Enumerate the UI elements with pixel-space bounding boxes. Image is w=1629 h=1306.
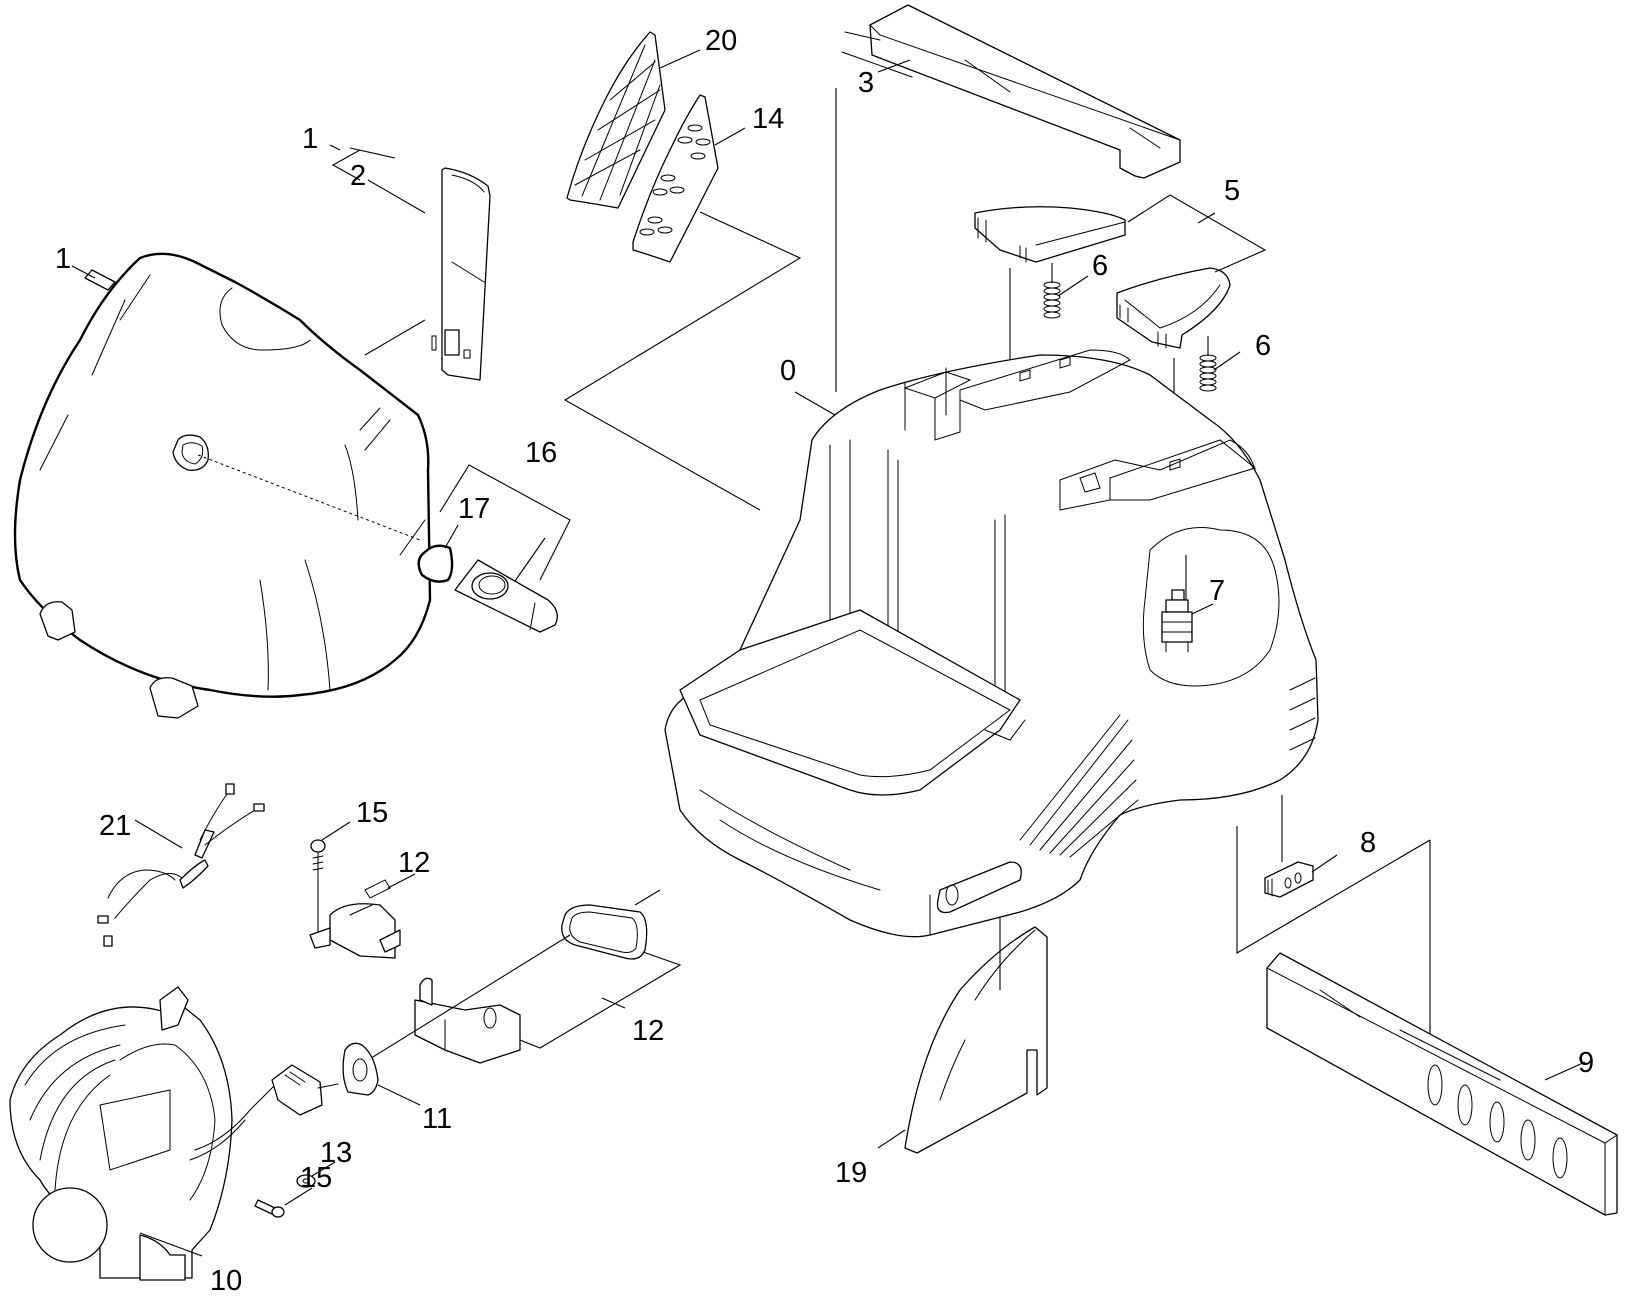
filter-grille[interactable] bbox=[566, 31, 666, 209]
carry-handle[interactable] bbox=[841, 4, 1181, 179]
callout-8: 8 bbox=[1360, 827, 1376, 859]
callout-21: 21 bbox=[99, 810, 131, 842]
callout-20: 20 bbox=[705, 25, 737, 57]
side-panel[interactable] bbox=[904, 918, 1048, 1154]
strain-relief-clamp[interactable] bbox=[309, 879, 401, 959]
seal-ring[interactable] bbox=[417, 544, 454, 583]
spring-left[interactable] bbox=[1043, 263, 1061, 319]
callout-1: 1 bbox=[55, 243, 71, 275]
callout-10: 10 bbox=[210, 1265, 242, 1297]
callout-2: 2 bbox=[350, 160, 366, 192]
switch[interactable] bbox=[1161, 589, 1193, 653]
washer[interactable] bbox=[296, 1174, 316, 1188]
button-cap-right[interactable] bbox=[1116, 267, 1231, 349]
cable-holder-bracket[interactable] bbox=[414, 977, 521, 1064]
callout-12: 12 bbox=[398, 847, 430, 879]
top-cover[interactable] bbox=[13, 252, 432, 719]
callout-0: 0 bbox=[780, 355, 796, 387]
suction-nozzle[interactable] bbox=[454, 559, 558, 633]
callout-15: 15 bbox=[300, 1162, 332, 1194]
callout-14: 14 bbox=[752, 103, 784, 135]
terminal-block[interactable] bbox=[1264, 795, 1314, 898]
callout-11: 11 bbox=[422, 1103, 452, 1135]
screw-upper[interactable] bbox=[310, 839, 326, 935]
wiring-harness[interactable] bbox=[97, 783, 265, 947]
callout-5: 5 bbox=[1224, 175, 1240, 207]
exhaust-filter-cover[interactable] bbox=[1266, 952, 1618, 1216]
callout-17: 17 bbox=[458, 493, 490, 525]
filter-pad[interactable] bbox=[632, 94, 719, 263]
hinge-flap[interactable] bbox=[431, 167, 491, 381]
cable-holder-grommet[interactable] bbox=[561, 904, 648, 960]
button-cap-left[interactable] bbox=[974, 206, 1126, 263]
callout-15: 15 bbox=[356, 797, 388, 829]
cable-reel[interactable] bbox=[9, 986, 233, 1281]
callout-6: 6 bbox=[1092, 250, 1108, 282]
main-housing[interactable] bbox=[664, 349, 1319, 938]
callout-6: 6 bbox=[1255, 330, 1271, 362]
spring-right[interactable] bbox=[1199, 336, 1217, 392]
plug[interactable] bbox=[189, 1064, 339, 1161]
cable-grommet[interactable] bbox=[342, 1042, 379, 1096]
callout-16: 16 bbox=[525, 437, 557, 469]
callout-9: 9 bbox=[1578, 1047, 1594, 1079]
callout-12: 12 bbox=[632, 1015, 664, 1047]
callout-7: 7 bbox=[1209, 575, 1225, 607]
callout-3: 3 bbox=[858, 67, 874, 99]
callout-1: 1 bbox=[302, 123, 318, 155]
callout-13: 13 bbox=[320, 1137, 352, 1169]
screw-lower[interactable] bbox=[254, 1199, 285, 1218]
callout-19: 19 bbox=[835, 1157, 867, 1189]
